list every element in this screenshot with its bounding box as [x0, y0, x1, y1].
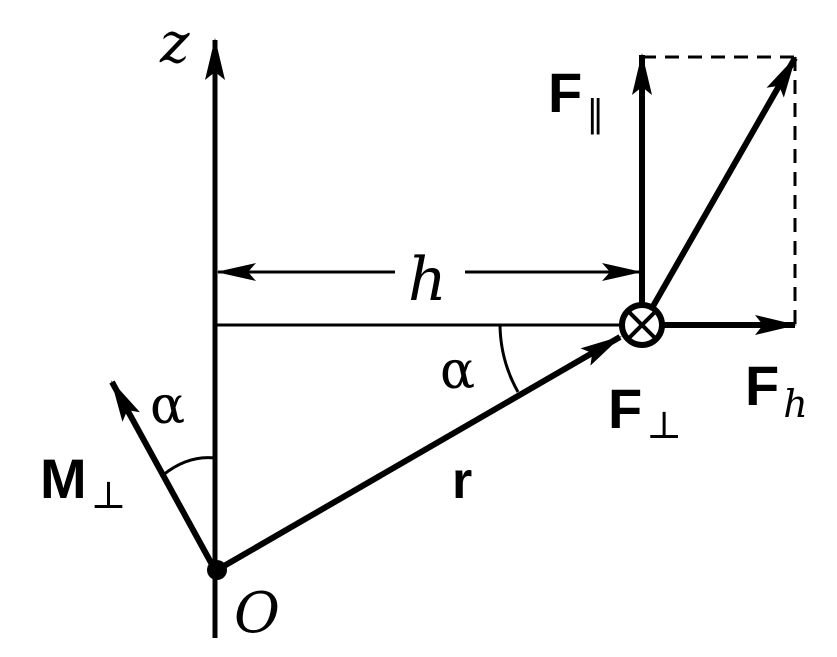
distance-label-h: h — [408, 245, 447, 315]
force-perp-label: F ⊥ — [608, 377, 682, 447]
moment-label: M ⊥ — [40, 447, 126, 517]
force-parallel-subscript: ‖ — [586, 94, 604, 135]
force-horizontal-symbol: F — [745, 354, 779, 417]
force-parallel-symbol: F — [548, 61, 582, 124]
angle-label-near-force: α — [440, 341, 475, 401]
force-perp-subscript: ⊥ — [646, 403, 682, 447]
origin-label: O — [234, 581, 280, 646]
origin-point — [207, 560, 227, 580]
radius-vector-label: r — [452, 452, 472, 510]
moment-symbol: M — [40, 447, 87, 510]
resultant-force-arrow — [649, 56, 798, 310]
force-horizontal-label: F h — [745, 354, 808, 426]
angle-arc-near-force — [498, 324, 520, 393]
moment-vector-arrow — [109, 380, 218, 572]
force-point-cross-b — [627, 310, 657, 340]
force-parallel-label: F ‖ — [548, 61, 604, 135]
force-horizontal-subscript: h — [783, 382, 807, 426]
angle-label-near-moment: α — [150, 376, 185, 436]
moment-subscript: ⊥ — [91, 473, 127, 517]
radius-vector-arrow — [215, 334, 622, 573]
angle-arc-near-moment — [162, 456, 216, 477]
force-perp-symbol: F — [608, 377, 642, 440]
z-axis-label: z — [159, 11, 190, 76]
